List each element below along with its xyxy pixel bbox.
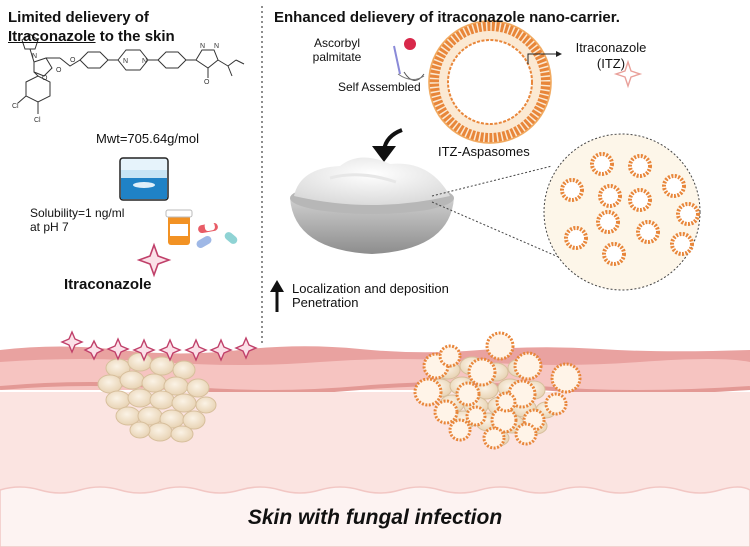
svg-text:N: N — [142, 58, 147, 65]
left-panel-title: Limited delievery of Itraconazole to the… — [8, 8, 253, 46]
itz-label: Itraconazole (ITZ) — [566, 40, 656, 72]
itraconazole-star-icon — [136, 242, 172, 278]
itraconazole-structure — [17, 33, 245, 114]
itz-line2: (ITZ) — [596, 56, 626, 71]
self-assembled-label: Self Assembled — [338, 80, 421, 94]
ascorbyl-palmitate-label: Ascorbyl palmitate — [302, 36, 372, 64]
zoom-line-top — [431, 165, 553, 197]
svg-text:N: N — [214, 43, 219, 50]
svg-text:O: O — [70, 57, 76, 64]
pill-bottle-icon — [165, 209, 193, 245]
ascorbyl-palmitate-icon — [393, 38, 425, 81]
ascorbyl-line2: palmitate — [312, 50, 362, 64]
zoomed-aspasomes-circle — [543, 133, 701, 291]
right-panel-title: Enhanced delievery of itraconazole nano-… — [274, 9, 620, 26]
figure-caption: Skin with fungal infection — [247, 506, 503, 529]
left-title-suffix: to the skin — [99, 28, 175, 45]
molecular-weight-label: Mwt=705.64g/mol — [96, 131, 199, 146]
svg-text:O: O — [56, 67, 62, 74]
self-assembled-arrow — [397, 73, 425, 80]
solubility-label-line1: Solubility=1 ng/ml — [30, 206, 125, 220]
itz-aspasomes-label: ITZ-Aspasomes — [438, 144, 530, 159]
svg-text:N: N — [32, 53, 37, 60]
svg-text:Cl: Cl — [12, 103, 19, 110]
capsules-icon — [196, 222, 238, 248]
drug-stars-on-skin — [60, 330, 258, 362]
skin-bottom-edge — [0, 486, 750, 547]
svg-text:O: O — [42, 75, 48, 82]
ascorbyl-line1: Ascorbyl — [313, 36, 360, 50]
aspasome-vesicle-large — [428, 20, 552, 144]
solubility-label-line2: at pH 7 — [30, 220, 69, 234]
itz-line1: Itraconazole — [575, 40, 647, 55]
left-title-prefix: Limited delievery of — [8, 9, 149, 26]
svg-text:N: N — [200, 43, 205, 50]
zoom-line-bottom — [431, 201, 571, 263]
itraconazole-drug-label: Itraconazole — [64, 276, 152, 293]
itz-pointer-line — [527, 53, 556, 64]
localization-label: Localization and deposition — [292, 281, 449, 296]
left-title-drug: Itraconazole — [8, 28, 96, 45]
skin-vesicles — [413, 331, 582, 450]
svg-text:Cl: Cl — [34, 117, 41, 124]
svg-text:O: O — [204, 79, 210, 86]
itz-star-icon — [613, 59, 643, 89]
beaker-icon — [119, 157, 169, 201]
cream-bowl-icon — [290, 157, 454, 254]
penetration-label: Penetration — [292, 295, 359, 310]
svg-text:N: N — [123, 58, 128, 65]
